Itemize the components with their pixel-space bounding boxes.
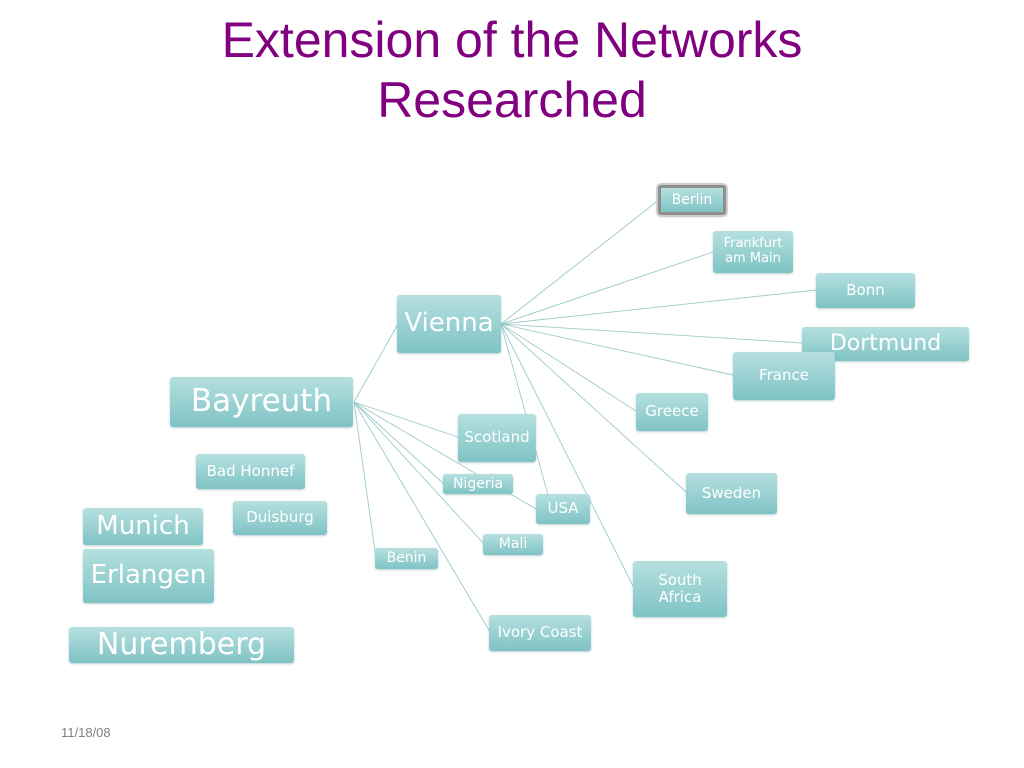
node-bonn[interactable]: Bonn [816, 273, 915, 308]
slide-date: 11/18/08 [61, 725, 111, 740]
node-mali[interactable]: Mali [483, 534, 543, 555]
node-usa[interactable]: USA [536, 494, 590, 524]
node-munich[interactable]: Munich [83, 508, 203, 545]
node-scotland[interactable]: Scotland [458, 414, 536, 462]
connector-vienna-bonn [500, 289, 817, 325]
connector-bayreuth-scotland [353, 401, 459, 438]
connector-vienna-south-africa [500, 323, 635, 589]
node-erlangen[interactable]: Erlangen [83, 549, 214, 603]
connector-bayreuth-benin [353, 401, 377, 559]
node-berlin[interactable]: Berlin [658, 185, 726, 215]
connector-vienna-usa [500, 323, 549, 496]
node-south-africa[interactable]: South Africa [633, 561, 727, 617]
node-bayreuth[interactable]: Bayreuth [170, 377, 353, 427]
node-france[interactable]: France [733, 352, 835, 400]
node-benin[interactable]: Benin [375, 548, 438, 569]
node-sweden[interactable]: Sweden [686, 473, 777, 514]
connector-bayreuth-mali [353, 401, 485, 545]
slide-title-line-2: Researched [377, 72, 647, 128]
node-vienna[interactable]: Vienna [397, 295, 501, 353]
node-greece[interactable]: Greece [636, 393, 708, 431]
connector-vienna-france [500, 323, 734, 376]
node-nigeria[interactable]: Nigeria [443, 474, 513, 494]
node-bad-honnef[interactable]: Bad Honnef [196, 454, 305, 489]
connector-vienna-sweden [500, 323, 687, 493]
connector-bayreuth-nigeria [353, 401, 445, 485]
connector-bayreuth-vienna [353, 323, 399, 403]
connector-vienna-dortmund [500, 323, 803, 344]
node-ivory-coast[interactable]: Ivory Coast [489, 615, 591, 651]
connector-vienna-greece [500, 323, 637, 412]
node-frankfurt[interactable]: Frankfurt am Main [713, 231, 793, 273]
node-nuremberg[interactable]: Nuremberg [69, 627, 294, 663]
node-duisburg[interactable]: Duisburg [233, 501, 327, 535]
connector-vienna-berlin [500, 198, 661, 325]
slide-title-line-1: Extension of the Networks [221, 12, 803, 68]
connector-vienna-frankfurt [500, 251, 714, 325]
slide-title: Extension of the Networks Researched [0, 10, 1024, 130]
connector-bayreuth-ivory-coast [353, 401, 491, 633]
